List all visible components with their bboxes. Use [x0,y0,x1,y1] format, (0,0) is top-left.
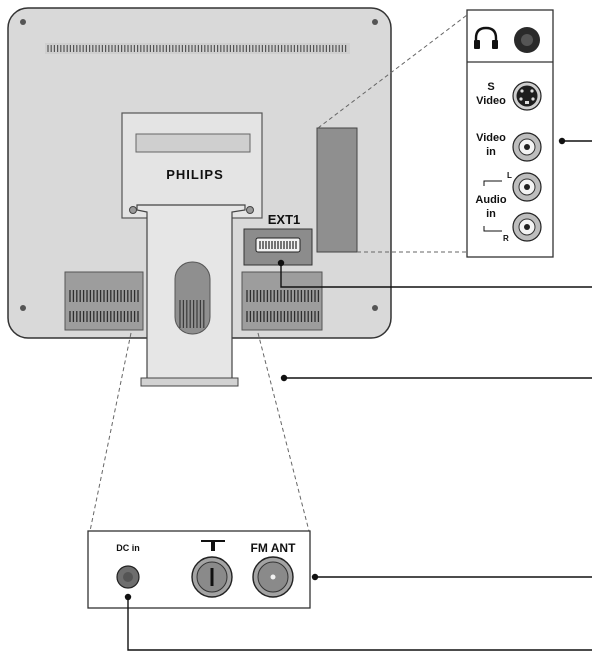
headphone-jack [514,27,540,53]
screw-icon [129,206,137,214]
fm-antenna-jack [252,556,294,598]
tv-stand [136,204,246,387]
screw-icon [246,206,254,214]
side-connector-callout: S Video Video in L Audio in R [317,9,554,258]
callout-dot [277,259,285,267]
antenna-symbol-icon [201,540,225,551]
svideo-label: S [487,81,494,93]
callout-lines [127,140,592,651]
dc-in-jack [116,565,140,589]
ext1-label: EXT1 [268,212,301,227]
dc-in-label: DC in [116,543,140,553]
audioin-label-2: in [486,208,496,220]
bottom-connector-callout: DC in FM ANT [87,332,311,609]
callout-dot [558,137,566,145]
audio-left-mark: L [507,171,512,180]
stand-mount-plate [121,112,263,219]
callout-line-dc-in [127,597,592,651]
callout-dot [280,374,288,382]
video-in-jack [512,132,542,162]
audioin-label: Audio [475,194,506,206]
side-connector-compartment [316,127,358,253]
audio-right-jack [512,212,542,242]
callout-dots [124,137,566,601]
brand-logo: PHILIPS [166,167,224,182]
callout-dot [311,573,319,581]
videoin-label-2: in [486,146,496,158]
screw-icon [20,305,26,311]
svideo-jack [512,81,542,111]
tv-antenna-jack [191,556,233,598]
screw-icon [372,305,378,311]
headphone-icon [474,26,498,49]
audio-right-mark: R [503,234,509,243]
fm-ant-label: FM ANT [251,541,297,555]
svideo-label-2: Video [476,95,506,107]
audio-left-jack [512,172,542,202]
tv-rear-housing: PHILIPS EXT1 [7,7,392,339]
screw-icon [20,19,26,25]
top-vent-grille [45,43,350,54]
videoin-label: Video [476,132,506,144]
callout-dot [124,593,132,601]
screw-icon [372,19,378,25]
callout-line-ext1 [280,263,592,288]
